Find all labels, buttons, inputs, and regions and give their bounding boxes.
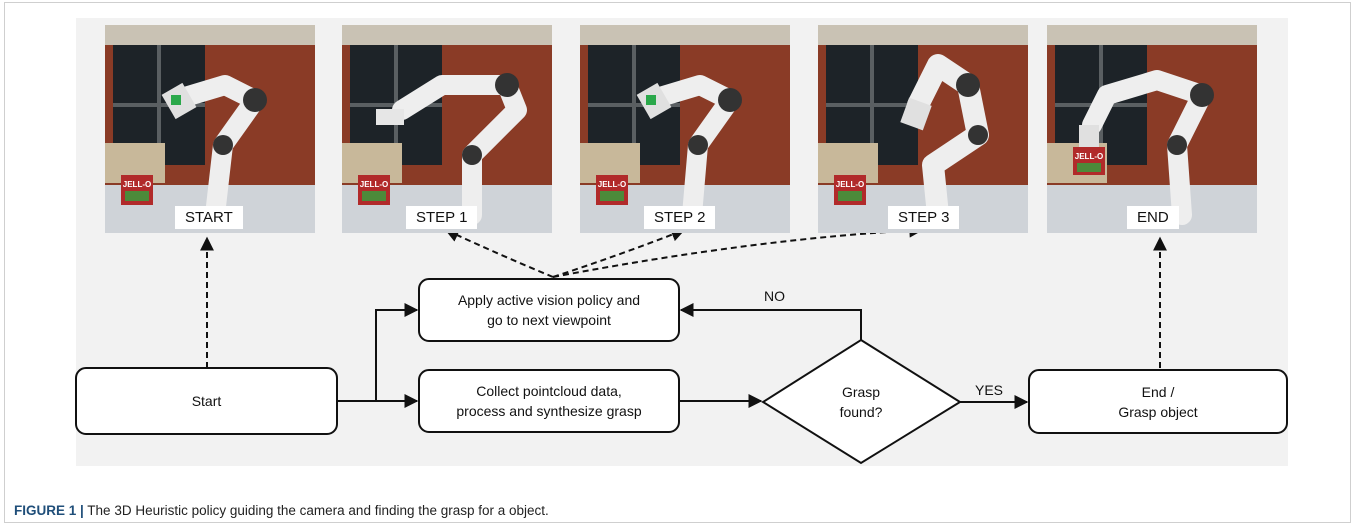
robot-arm-image: JELL-O [818, 25, 1028, 233]
robot-arm-image: JELL-O [342, 25, 552, 233]
photo-step-2-label: STEP 2 [644, 206, 716, 229]
decision-text-line1: Grasp [841, 384, 881, 400]
photo-start-label: START [175, 206, 243, 229]
collect-text-line2: process and synthesize grasp [456, 403, 642, 419]
robot-arm-image: JELL-O [1047, 25, 1257, 233]
edge-label-no: NO [764, 288, 785, 304]
svg-text:JELL-O: JELL-O [1075, 152, 1103, 161]
figure-number: FIGURE 1 | [14, 503, 84, 518]
end-node-label: End / Grasp object [1029, 370, 1287, 433]
photo-end-label: END [1127, 206, 1179, 229]
start-to-apply-arrow [375, 303, 419, 401]
svg-text:JELL-O: JELL-O [836, 180, 864, 189]
policy-to-step1-arrow [444, 228, 554, 278]
apply-policy-text-line2: go to next viewpoint [487, 312, 611, 328]
apply-policy-node-label: Apply active vision policy and go to nex… [419, 279, 679, 341]
edge-label-yes: YES [975, 382, 1004, 398]
apply-policy-node [418, 278, 680, 342]
photo-step-1: JELL-O STEP 1 [342, 25, 552, 233]
decision-no-arrow [679, 303, 862, 340]
apply-policy-text-line1: Apply active vision policy and [457, 292, 641, 308]
caption-text: The 3D Heuristic policy guiding the came… [83, 503, 549, 518]
svg-text:JELL-O: JELL-O [360, 180, 388, 189]
end-node [1028, 369, 1288, 434]
collect-text-line1: Collect pointcloud data, [476, 383, 622, 399]
photo-step-2: JELL-O STEP 2 [580, 25, 790, 233]
photo-step-3-label: STEP 3 [888, 206, 960, 229]
end-text-line2: Grasp object [1118, 403, 1198, 420]
figure-caption: FIGURE 1 | The 3D Heuristic policy guidi… [14, 503, 549, 518]
end-text-line1: End / [1141, 383, 1175, 400]
robot-arm-image: JELL-O [105, 25, 315, 233]
photo-step-3: JELL-O STEP 3 [818, 25, 1028, 233]
collect-pointcloud-node-label: Collect pointcloud data, process and syn… [419, 370, 679, 432]
grasp-found-decision [761, 338, 962, 465]
robot-arm-image: JELL-O [580, 25, 790, 233]
policy-to-step2-arrow [552, 228, 686, 278]
photo-step-1-label: STEP 1 [406, 206, 478, 229]
policy-to-step3-arrow [552, 223, 924, 278]
photo-start: JELL-O START [105, 25, 315, 233]
figure-frame [4, 2, 1351, 523]
start-node-text: Start [191, 393, 222, 409]
decision-text-line2: found? [839, 404, 883, 420]
svg-text:JELL-O: JELL-O [123, 180, 151, 189]
start-node-label: Start [76, 368, 337, 434]
grasp-found-decision-label: Grasp found? [801, 372, 921, 432]
photo-end: JELL-O END [1047, 25, 1257, 233]
svg-text:JELL-O: JELL-O [598, 180, 626, 189]
